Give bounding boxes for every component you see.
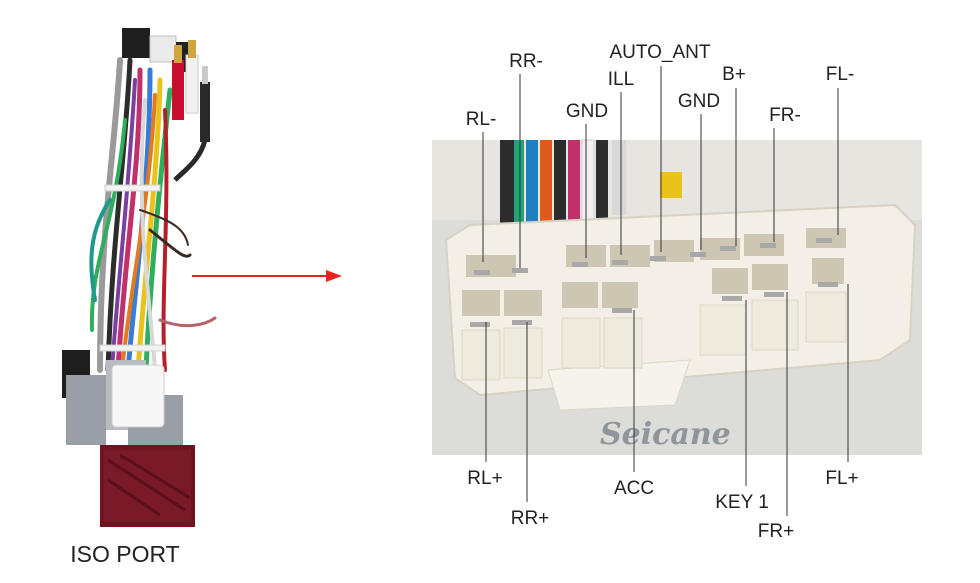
middle-row-terminals	[470, 282, 838, 327]
label-fl-plus: FL+	[825, 468, 858, 489]
label-gnd-left: GND	[566, 101, 608, 122]
label-b-plus: B+	[722, 64, 746, 85]
bottom-connectors	[62, 350, 183, 455]
connector-latch	[547, 359, 691, 411]
brand-watermark: Seicane	[600, 417, 731, 452]
label-fr-plus: FR+	[758, 521, 794, 542]
wiring-harness-image	[62, 28, 217, 527]
label-fl-minus: FL-	[826, 64, 855, 85]
label-rr-plus: RR+	[511, 508, 550, 529]
label-rr-minus: RR-	[509, 51, 543, 72]
label-rl-minus: RL-	[466, 109, 497, 130]
pointer-arrow	[192, 270, 342, 282]
label-rl-plus: RL+	[467, 468, 502, 489]
label-gnd-right: GND	[678, 91, 720, 112]
rca-plugs	[172, 40, 210, 182]
adapter-board	[100, 445, 195, 527]
iso-port-caption: ISO PORT	[70, 541, 180, 567]
lower-blocks	[461, 291, 847, 381]
middle-row-pins	[462, 258, 844, 316]
top-row-terminals	[474, 238, 832, 275]
leader-lines	[482, 66, 849, 516]
pin-labels: RR- AUTO_ANT ILL B+ FL- RL- GND GND FR- …	[466, 42, 859, 542]
label-ill: ILL	[608, 69, 634, 90]
label-fr-minus: FR-	[769, 105, 801, 126]
wire-bundle	[89, 57, 217, 373]
connector-photo: Seicane	[432, 139, 922, 455]
cable-tie	[99, 344, 166, 352]
label-key1: KEY 1	[715, 492, 769, 513]
connector-wires	[500, 139, 682, 226]
label-auto-ant: AUTO_ANT	[609, 42, 710, 63]
label-acc: ACC	[614, 478, 654, 499]
cable-tie	[104, 184, 161, 192]
